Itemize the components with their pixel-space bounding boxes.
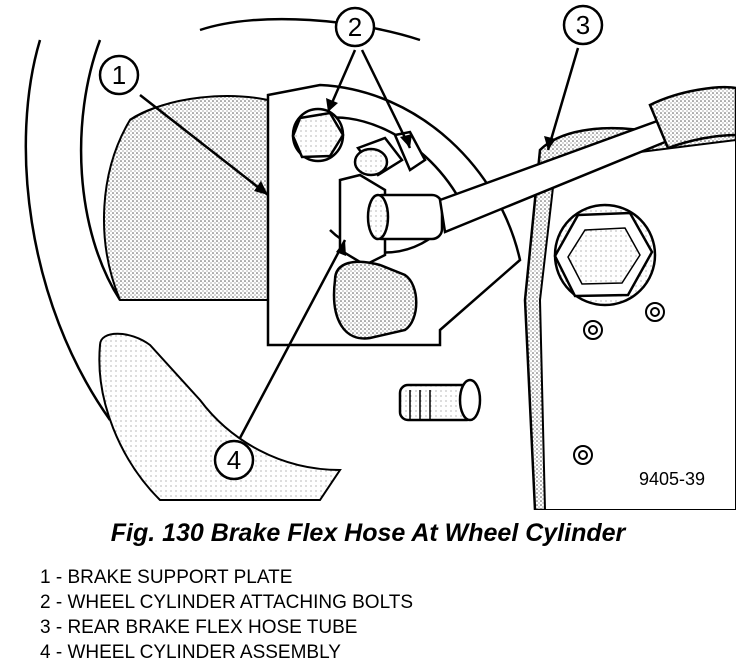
legend-item: 2 - WHEEL CYLINDER ATTACHING BOLTS — [40, 592, 414, 613]
brake-flex-hose-illustration: 1 2 3 4 9405-39 — [24, 4, 736, 510]
leader-arrowheads — [254, 98, 556, 256]
callout-3: 3 — [562, 4, 604, 46]
flex-hose-tube — [438, 85, 736, 234]
callout-1: 1 — [98, 54, 140, 96]
legend-item: 3 - REAR BRAKE FLEX HOSE TUBE — [40, 617, 358, 638]
lower-bracket-shading — [98, 332, 342, 501]
mounting-plate-inner — [538, 138, 736, 510]
figure-caption: Fig. 130 Brake Flex Hose At Wheel Cylind… — [110, 519, 626, 547]
figure-id-label: 9405-39 — [639, 469, 705, 489]
legend-list: 1 - BRAKE SUPPORT PLATE 2 - WHEEL CYLIND… — [40, 565, 413, 665]
legend-item: 1 - BRAKE SUPPORT PLATE — [40, 567, 293, 588]
attaching-bolt-lower — [353, 130, 427, 177]
svg-text:1: 1 — [112, 60, 126, 90]
slot-opening — [332, 260, 418, 340]
callout-2: 2 — [334, 6, 376, 48]
svg-text:4: 4 — [227, 445, 241, 475]
support-plate-shading — [102, 95, 269, 301]
legend-item: 4 - WHEEL CYLINDER ASSEMBLY — [40, 642, 341, 663]
svg-text:2: 2 — [348, 12, 362, 42]
attaching-bolt-upper — [291, 107, 345, 163]
hex-bolt-large — [553, 203, 657, 307]
threaded-plug — [398, 378, 482, 422]
svg-text:3: 3 — [576, 10, 590, 40]
plate-holes — [573, 302, 665, 465]
hose-fitting — [338, 173, 444, 267]
callout-4: 4 — [213, 439, 255, 481]
